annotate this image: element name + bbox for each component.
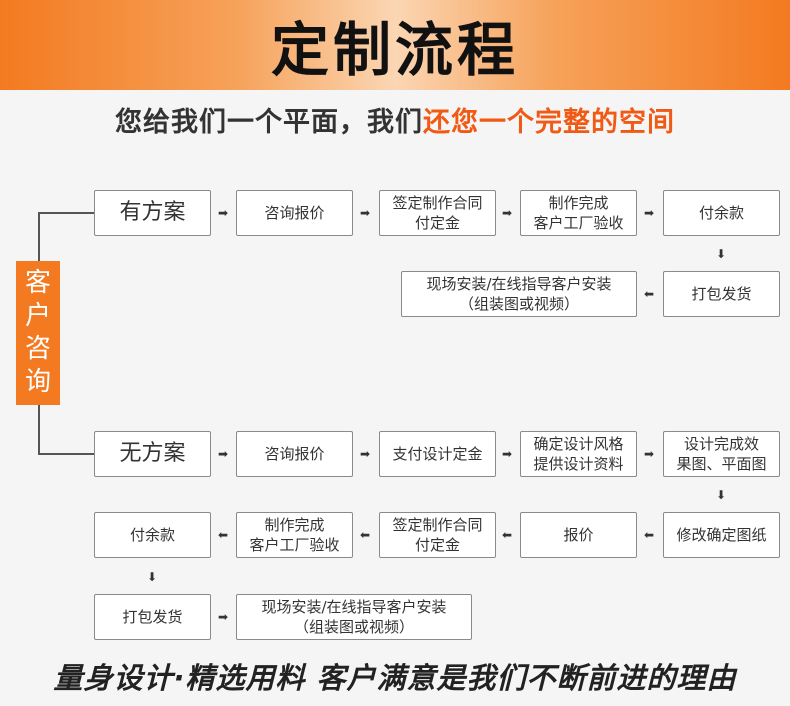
footer-slogan: 量身设计·精选用料 客户满意是我们不断前进的理由 — [53, 661, 737, 695]
flow-a-step-ship: 打包发货 — [663, 271, 780, 317]
connector-line — [38, 212, 94, 214]
arrow-right-icon: ➡ — [644, 447, 655, 461]
flow-a-step-inspection: 制作完成 客户工厂验收 — [520, 190, 637, 236]
flow-a-step-install: 现场安装/在线指导客户安装 （组装图或视频） — [401, 271, 637, 317]
flow-b-step-finalize-drawings: 修改确定图纸 — [663, 512, 780, 558]
arrow-down-icon: ⬇ — [716, 247, 727, 261]
arrow-left-icon: ⬅ — [502, 528, 513, 542]
subtitle: 您给我们一个平面，我们还您一个完整的空间 — [0, 100, 790, 139]
arrow-left-icon: ⬅ — [218, 528, 229, 542]
arrow-left-icon: ⬅ — [644, 528, 655, 542]
arrow-right-icon: ➡ — [644, 206, 655, 220]
arrow-right-icon: ➡ — [218, 447, 229, 461]
flow-b-step-design-deposit: 支付设计定金 — [379, 431, 496, 477]
flow-a-step-balance: 付余款 — [663, 190, 780, 236]
flow-b-step-contract: 签定制作合同 付定金 — [379, 512, 496, 558]
arrow-down-icon: ⬇ — [147, 570, 158, 584]
flow-b-step-style: 确定设计风格 提供设计资料 — [520, 431, 637, 477]
flow-b-step-install: 现场安装/在线指导客户安装 （组装图或视频） — [236, 594, 472, 640]
flow-b-step-balance: 付余款 — [94, 512, 211, 558]
header-banner: 定制流程 — [0, 0, 790, 90]
arrow-right-icon: ➡ — [502, 447, 513, 461]
arrow-right-icon: ➡ — [218, 206, 229, 220]
flow-b-step-renderings: 设计完成效 果图、平面图 — [663, 431, 780, 477]
flow-a-step-quote: 咨询报价 — [236, 190, 353, 236]
arrow-left-icon: ⬅ — [360, 528, 371, 542]
arrow-left-icon: ⬅ — [644, 287, 655, 301]
flow-b-step-inspection: 制作完成 客户工厂验收 — [236, 512, 353, 558]
arrow-right-icon: ➡ — [502, 206, 513, 220]
connector-line — [38, 453, 94, 455]
arrow-down-icon: ⬇ — [716, 488, 727, 502]
flow-b-step-price: 报价 — [520, 512, 637, 558]
arrow-right-icon: ➡ — [360, 206, 371, 220]
side-label-customer-consult: 客 户 咨 询 — [16, 261, 60, 405]
subtitle-highlight: 还您一个完整的空间 — [423, 107, 675, 138]
flow-a-start: 有方案 — [94, 190, 211, 236]
flow-a-step-contract: 签定制作合同 付定金 — [379, 190, 496, 236]
page-title: 定制流程 — [270, 16, 519, 84]
flow-b-step-ship: 打包发货 — [94, 594, 211, 640]
subtitle-part1: 您给我们一个平面，我们 — [115, 107, 423, 138]
arrow-right-icon: ➡ — [360, 447, 371, 461]
flow-b-start: 无方案 — [94, 431, 211, 477]
arrow-right-icon: ➡ — [218, 610, 229, 624]
flow-b-step-quote: 咨询报价 — [236, 431, 353, 477]
